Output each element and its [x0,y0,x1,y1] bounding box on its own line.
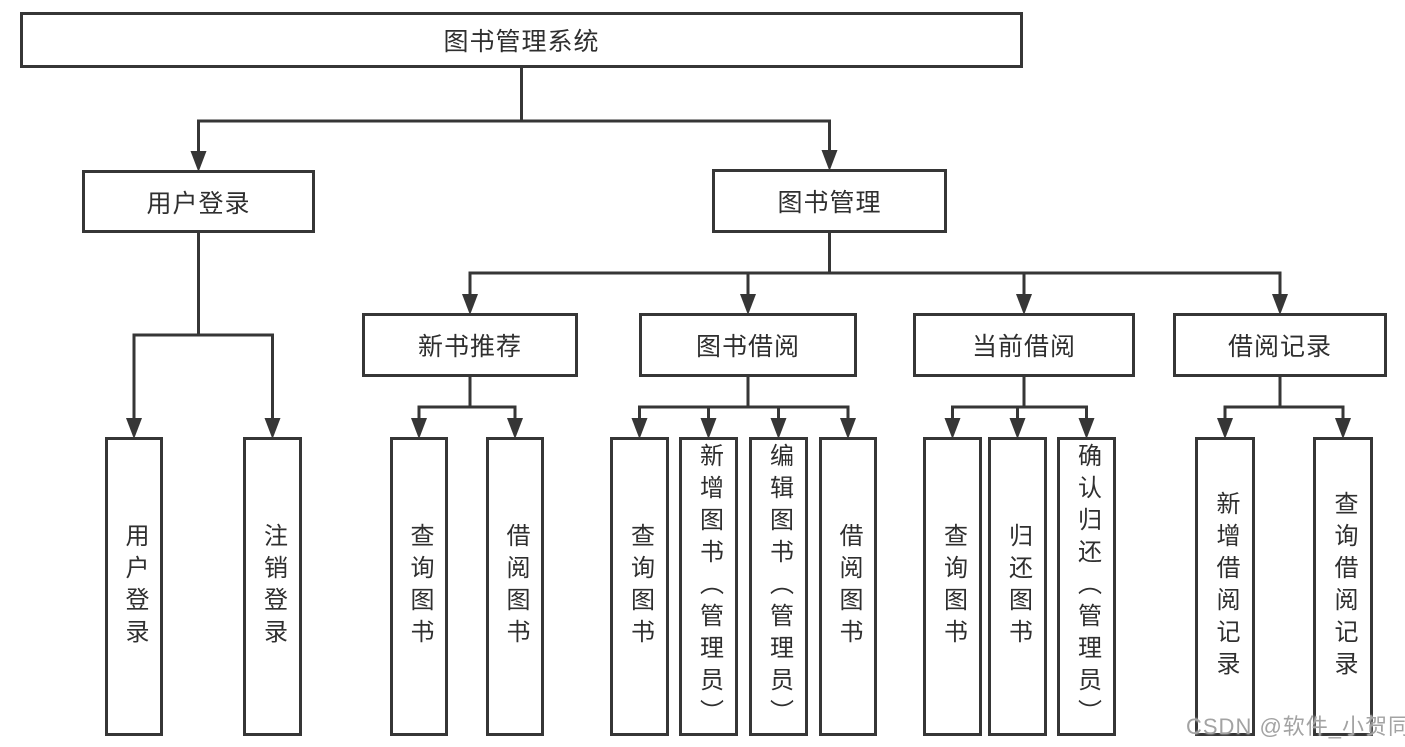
arrowhead-icon [840,418,856,439]
arrowhead-icon [700,418,717,439]
node-rec-add: 新增借阅记录 [1195,437,1255,736]
node-label-cur-query: 查询图书 [939,522,967,651]
node-label-rec-add: 新增借阅记录 [1212,490,1239,683]
node-label-login-user: 用户登录 [121,522,148,651]
node-mgmt: 图书管理 [712,169,947,233]
node-login-user: 用户登录 [105,437,163,736]
arrowhead-icon [770,418,787,439]
node-label-records: 借阅记录 [1227,333,1332,361]
node-rec-query: 查询借阅记录 [1313,437,1373,736]
node-label-borrow: 图书借阅 [695,333,800,361]
arrowhead-icon [462,294,478,315]
arrowhead-icon [821,150,838,171]
node-label-newbook: 新书推荐 [417,333,522,361]
node-bw-edit: 编辑图书（管理员） [749,437,808,736]
node-label-cur-confirm: 确认归还（管理员） [1073,442,1101,731]
node-bw-borrow: 借阅图书 [819,437,877,736]
node-label-login-out: 注销登录 [259,522,287,651]
node-label-current: 当前借阅 [971,333,1076,361]
node-nb-query: 查询图书 [390,437,448,736]
node-label-bw-query: 查询图书 [626,522,654,651]
arrowhead-icon [631,418,648,439]
arrowhead-icon [1272,294,1288,315]
arrowhead-icon [264,418,281,439]
node-label-mgmt: 图书管理 [777,189,882,217]
node-label-rec-query: 查询借阅记录 [1330,490,1357,683]
node-nb-borrow: 借阅图书 [486,437,544,736]
node-label-nb-borrow: 借阅图书 [502,522,529,651]
arrowhead-icon [411,418,427,439]
node-label-bw-edit: 编辑图书（管理员） [765,442,793,731]
arrowhead-icon [944,418,961,439]
node-current: 当前借阅 [913,313,1135,377]
arrowhead-icon [1009,418,1026,439]
watermark-text: CSDN @软件_小贺同学 [1186,714,1405,739]
node-root: 图书管理系统 [20,12,1023,68]
node-bw-query: 查询图书 [610,437,669,736]
node-cur-confirm: 确认归还（管理员） [1057,437,1116,736]
arrowhead-icon [126,418,142,439]
arrowhead-icon [740,294,756,315]
node-borrow: 图书借阅 [639,313,857,377]
node-label-bw-borrow: 借阅图书 [835,522,862,651]
arrowhead-icon [507,418,523,439]
node-cur-query: 查询图书 [923,437,982,736]
node-login: 用户登录 [82,170,315,233]
node-bw-add: 新增图书（管理员） [679,437,738,736]
node-cur-return: 归还图书 [988,437,1047,736]
arrowhead-icon [190,151,207,172]
arrowhead-icon [1217,418,1233,439]
arrowhead-icon [1016,294,1032,315]
arrowhead-icon [1078,418,1095,439]
node-newbook: 新书推荐 [362,313,578,377]
node-records: 借阅记录 [1173,313,1387,377]
arrowhead-icon [1335,418,1351,439]
node-label-root: 图书管理系统 [443,28,600,56]
node-label-login: 用户登录 [146,189,251,218]
node-label-nb-query: 查询图书 [406,522,433,651]
node-label-bw-add: 新增图书（管理员） [695,442,723,731]
node-login-out: 注销登录 [243,437,302,736]
node-label-cur-return: 归还图书 [1004,522,1032,651]
